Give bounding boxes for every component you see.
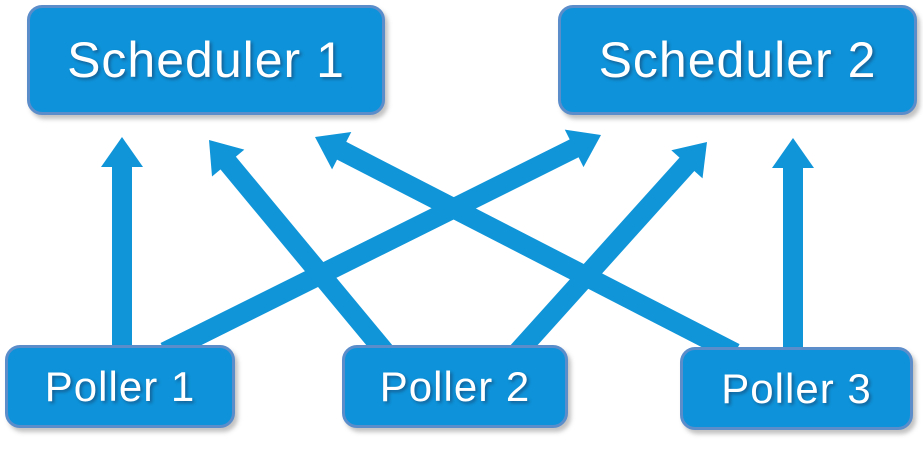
arrow-poller1-to-scheduler2 (160, 129, 601, 361)
node-scheduler-2: Scheduler 2 (558, 5, 917, 115)
node-label: Poller 2 (379, 362, 531, 410)
node-scheduler-1: Scheduler 1 (27, 5, 385, 115)
arrow-poller2-to-scheduler1 (209, 140, 393, 359)
node-poller-1: Poller 1 (5, 345, 235, 428)
arrow-poller1-to-scheduler1 (101, 137, 143, 352)
arrow-poller3-to-scheduler2 (772, 138, 814, 352)
node-label: Scheduler 2 (598, 32, 877, 88)
node-label: Poller 3 (721, 364, 872, 412)
arrow-poller3-to-scheduler1 (315, 132, 740, 362)
arrow-poller2-to-scheduler2 (509, 142, 707, 360)
node-poller-3: Poller 3 (680, 347, 913, 430)
node-poller-2: Poller 2 (342, 345, 568, 428)
node-label: Poller 1 (44, 362, 196, 410)
node-label: Scheduler 1 (67, 32, 345, 88)
